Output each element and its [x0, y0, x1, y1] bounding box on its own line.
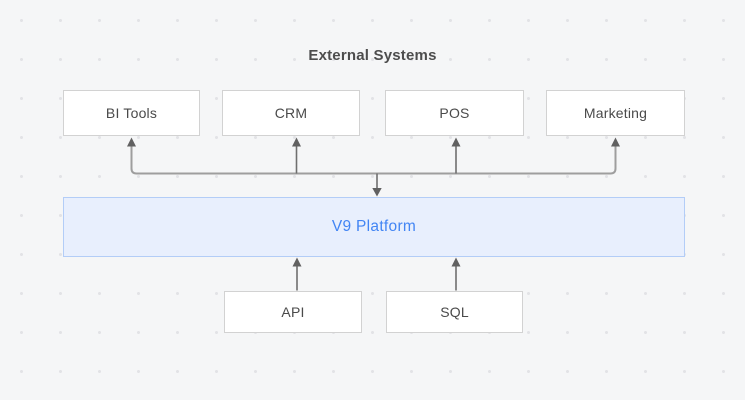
node-crm[interactable]: CRM [222, 90, 360, 136]
node-api-label: API [281, 304, 305, 320]
node-v9-platform[interactable]: V9 Platform [63, 197, 685, 257]
connector-bus [130, 145, 617, 189]
node-v9-platform-label: V9 Platform [331, 218, 417, 235]
arrow-up-crm-icon [292, 137, 301, 147]
diagram-title: External Systems [308, 47, 437, 64]
node-marketing[interactable]: Marketing [546, 90, 685, 136]
connector-sql-to-platform [451, 257, 461, 291]
connector-api-to-platform [292, 257, 302, 291]
node-pos[interactable]: POS [385, 90, 524, 136]
node-sql-label: SQL [440, 304, 469, 320]
arrow-down-platform-icon [372, 188, 382, 197]
node-bi-tools-label: BI Tools [105, 105, 158, 121]
node-marketing-label: Marketing [583, 105, 648, 121]
node-sql[interactable]: SQL [386, 291, 523, 333]
node-crm-label: CRM [274, 105, 308, 121]
arrow-up-marketing-icon [611, 137, 620, 147]
node-pos-label: POS [439, 105, 470, 121]
arrow-up-pos-icon [451, 137, 461, 147]
arrow-up-bi-tools-icon [127, 137, 136, 147]
node-bi-tools[interactable]: BI Tools [63, 90, 200, 136]
node-api[interactable]: API [224, 291, 362, 333]
